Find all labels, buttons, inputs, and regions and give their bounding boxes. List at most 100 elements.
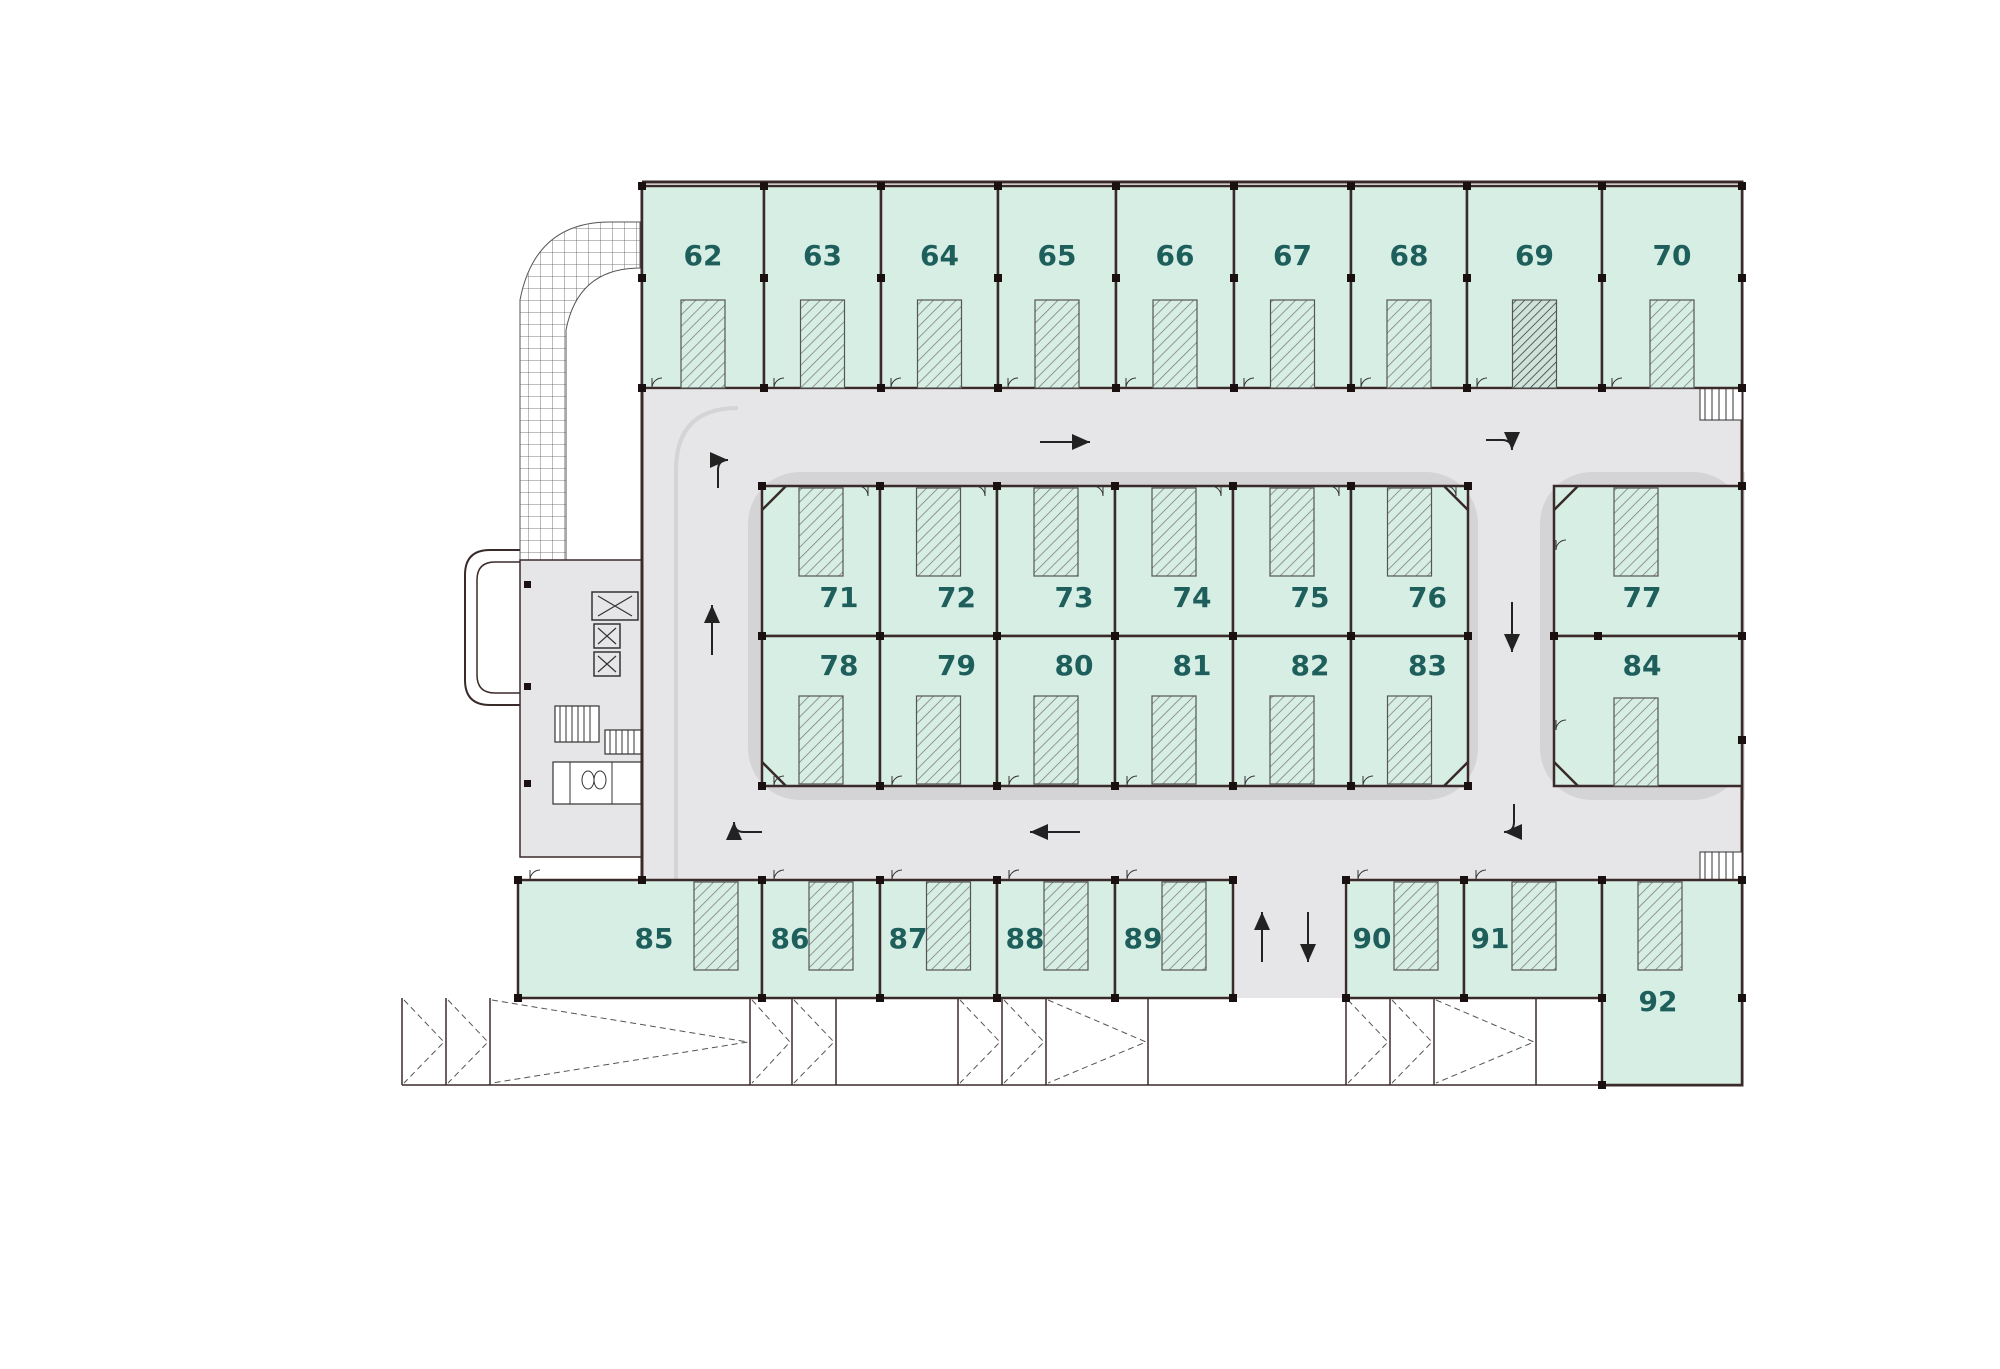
unit-78[interactable]: 78 [760, 634, 882, 788]
unit-90[interactable]: 90 [1344, 878, 1466, 1000]
turn-arrow-icon [726, 821, 762, 841]
unit-92[interactable]: 92 [1600, 878, 1744, 1087]
unit-76[interactable]: 76 [1349, 484, 1470, 638]
unit-label: 81 [1173, 649, 1212, 682]
unit-label: 66 [1156, 239, 1195, 272]
unit-86[interactable]: 86 [760, 878, 882, 1000]
door-swing-icon [1092, 485, 1104, 497]
unit-71[interactable]: 71 [760, 484, 882, 638]
door-swing-icon [1357, 869, 1369, 881]
parking-bay-icon [401, 998, 1600, 1086]
unit-66[interactable]: 66 [1114, 184, 1236, 390]
unit-label: 78 [820, 649, 859, 682]
unit-79[interactable]: 79 [878, 634, 999, 788]
door-swing-icon [1243, 377, 1255, 389]
door-swing-icon [1008, 775, 1020, 787]
unit-label: 75 [1291, 581, 1330, 614]
door-swing-icon [890, 377, 902, 389]
unit-label: 68 [1390, 239, 1429, 272]
unit-87[interactable]: 87 [878, 878, 999, 1000]
unit-label: 64 [920, 239, 959, 272]
door-swing-icon [1360, 377, 1372, 389]
unit-82[interactable]: 82 [1231, 634, 1353, 788]
door-swing-icon [1555, 719, 1567, 731]
unit-67[interactable]: 67 [1232, 184, 1353, 390]
door-swing-icon [1126, 869, 1138, 881]
unit-label: 67 [1273, 239, 1312, 272]
door-swing-icon [773, 377, 785, 389]
door-swing-icon [857, 485, 869, 497]
unit-64[interactable]: 64 [879, 184, 1000, 390]
unit-70[interactable]: 70 [1600, 184, 1744, 390]
unit-label: 80 [1055, 649, 1094, 682]
unit-label: 79 [937, 649, 976, 682]
door-swing-icon [1244, 775, 1256, 787]
door-swing-icon [651, 377, 663, 389]
unit-69[interactable]: 69 [1465, 184, 1604, 390]
door-swing-icon [1126, 775, 1138, 787]
turn-arrow-icon [1503, 804, 1523, 840]
exit-lane [1232, 868, 1344, 998]
stair-icon [554, 705, 642, 755]
stair-icon [1699, 387, 1743, 883]
unit-73[interactable]: 73 [995, 484, 1117, 638]
door-swing-icon [1007, 377, 1019, 389]
grid-walkway [519, 221, 641, 561]
door-swing-icon [1210, 485, 1222, 497]
unit-77[interactable]: 77 [1552, 484, 1744, 638]
unit-72[interactable]: 72 [878, 484, 999, 638]
door-swing-icon [1328, 485, 1340, 497]
unit-label: 82 [1291, 649, 1330, 682]
door-swing-icon [1362, 775, 1374, 787]
unit-65[interactable]: 65 [996, 184, 1118, 390]
unit-label: 72 [937, 581, 976, 614]
unit-63[interactable]: 63 [762, 184, 883, 390]
unit-91[interactable]: 91 [1462, 878, 1604, 1000]
turn-arrow-icon [709, 452, 729, 488]
unit-75[interactable]: 75 [1231, 484, 1353, 638]
door-swing-icon [1611, 377, 1623, 389]
unit-label: 71 [820, 581, 859, 614]
unit-label: 69 [1515, 239, 1554, 272]
unit-83[interactable]: 83 [1349, 634, 1470, 788]
unit-84[interactable]: 84 [1552, 634, 1744, 788]
unit-label: 62 [684, 239, 723, 272]
door-swing-icon [891, 775, 903, 787]
unit-label: 90 [1353, 922, 1392, 955]
unit-80[interactable]: 80 [995, 634, 1117, 788]
door-swing-icon [773, 869, 785, 881]
unit-89[interactable]: 89 [1113, 878, 1235, 1000]
unit-label: 84 [1623, 649, 1662, 682]
unit-label: 70 [1653, 239, 1692, 272]
unit-label: 85 [635, 922, 674, 955]
unit-label: 88 [1006, 922, 1045, 955]
door-swing-icon [1476, 377, 1488, 389]
unit-81[interactable]: 81 [1113, 634, 1235, 788]
unit-label: 87 [889, 922, 928, 955]
door-swing-icon [1125, 377, 1137, 389]
unit-label: 63 [803, 239, 842, 272]
door-swing-icon [529, 869, 541, 881]
washroom-block [552, 761, 642, 805]
unit-74[interactable]: 74 [1113, 484, 1235, 638]
door-swing-icon [1445, 485, 1457, 497]
unit-label: 83 [1408, 649, 1447, 682]
door-swing-icon [1008, 869, 1020, 881]
entrance-canopy [464, 549, 520, 706]
door-swing-icon [974, 485, 986, 497]
unit-label: 77 [1623, 581, 1662, 614]
door-swing-icon [1555, 539, 1567, 551]
unit-88[interactable]: 88 [995, 878, 1117, 1000]
turn-arrow-icon [1486, 431, 1520, 451]
unit-label: 76 [1408, 581, 1447, 614]
unit-label: 65 [1038, 239, 1077, 272]
unit-label: 91 [1471, 922, 1510, 955]
door-swing-icon [773, 775, 785, 787]
lift-icon [591, 591, 639, 677]
unit-68[interactable]: 68 [1349, 184, 1469, 390]
door-swing-icon [1475, 869, 1487, 881]
door-swing-icon [891, 869, 903, 881]
unit-62[interactable]: 62 [640, 184, 766, 390]
unit-85[interactable]: 85 [516, 878, 764, 1000]
